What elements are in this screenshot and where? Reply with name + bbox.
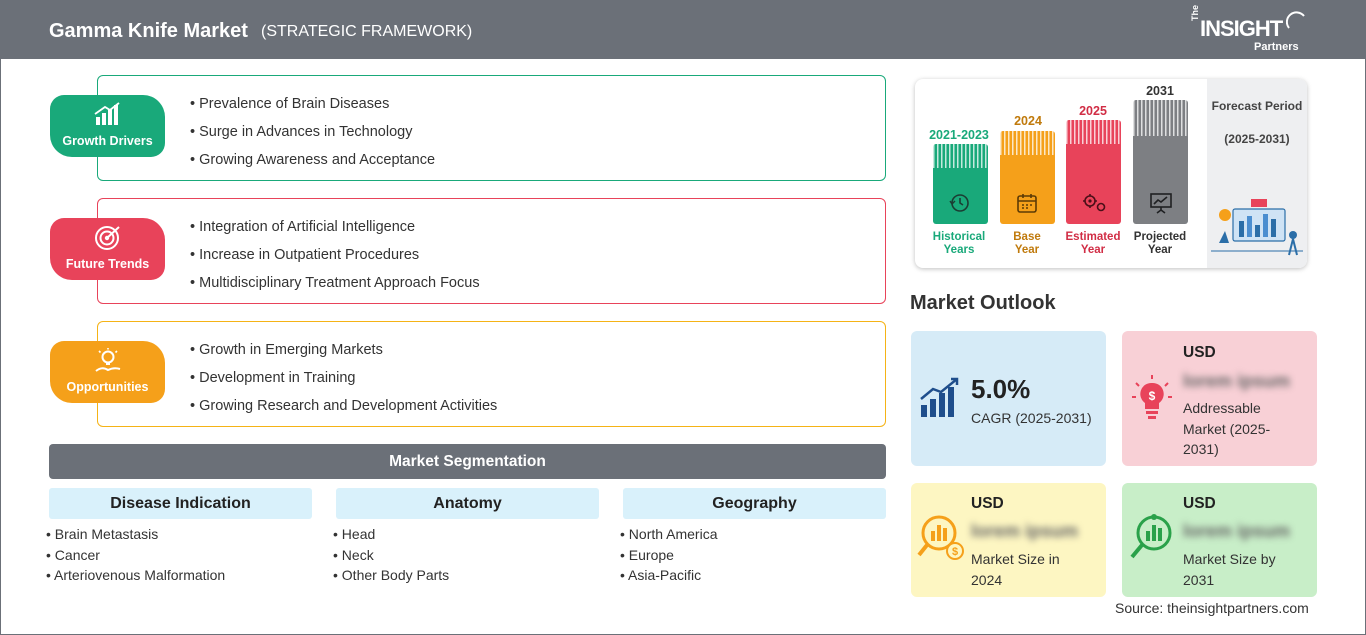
lightbulb-dollar-icon: $ bbox=[1132, 375, 1172, 419]
source-citation: Source: theinsightpartners.com bbox=[1115, 600, 1309, 616]
presentation-icon bbox=[1150, 193, 1172, 214]
insight-partners-logo[interactable]: The INSIGHT Partners bbox=[1190, 5, 1310, 54]
list-item: Neck bbox=[333, 547, 449, 568]
timeline-year-historical: 2021-2023 bbox=[929, 128, 989, 142]
size-2024-currency: USD bbox=[971, 495, 1004, 512]
list-item: Surge in Advances in Technology bbox=[190, 123, 435, 151]
target-icon bbox=[95, 226, 120, 250]
list-item: Head bbox=[333, 526, 449, 547]
svg-text:$: $ bbox=[952, 546, 958, 558]
segment-header-anatomy: Anatomy bbox=[336, 488, 599, 519]
segment-header-geography: Geography bbox=[623, 488, 886, 519]
list-item: Growing Research and Development Activit… bbox=[190, 397, 497, 425]
addressable-label: Addressable Market (2025-2031) bbox=[1183, 400, 1271, 457]
size-2031-label: Market Size by 2031 bbox=[1183, 551, 1276, 588]
timeline-panel: Forecast Period (2025-2031) 2021-2023 Hi… bbox=[915, 79, 1307, 268]
segment-list-geography: North America Europe Asia-Pacific bbox=[620, 526, 718, 588]
list-item: Arteriovenous Malformation bbox=[46, 567, 225, 588]
future-trends-label: Future Trends bbox=[65, 257, 150, 271]
list-item: Multidisciplinary Treatment Approach Foc… bbox=[190, 274, 479, 302]
addressable-currency: USD bbox=[1183, 344, 1216, 361]
list-item: Increase in Outpatient Procedures bbox=[190, 246, 480, 274]
growth-drivers-card: Prevalence of Brain Diseases Surge in Ad… bbox=[97, 75, 886, 181]
growth-drivers-label: Growth Drivers bbox=[62, 134, 153, 148]
svg-text:$: $ bbox=[1149, 389, 1156, 403]
magnifier-chart-icon: $ bbox=[917, 515, 964, 560]
growth-drivers-badge: Growth Drivers bbox=[50, 95, 165, 157]
list-item: Cancer bbox=[46, 547, 225, 568]
opportunities-label: Opportunities bbox=[66, 380, 149, 394]
logo-partners: Partners bbox=[1254, 41, 1299, 53]
page-subtitle: (STRATEGIC FRAMEWORK) bbox=[261, 23, 473, 40]
segment-list-disease-indication: Brain Metastasis Cancer Arteriovenous Ma… bbox=[46, 526, 225, 588]
size-2024-label: Market Size in 2024 bbox=[971, 551, 1060, 588]
magnifier-chart-icon bbox=[1130, 514, 1172, 559]
opportunities-badge: Opportunities bbox=[50, 341, 165, 403]
growth-bars-icon bbox=[920, 377, 959, 417]
timeline-year-projected: 2031 bbox=[1146, 84, 1174, 98]
timeline-bar-projected bbox=[1133, 100, 1188, 224]
history-icon bbox=[949, 194, 969, 212]
size-2031-currency: USD bbox=[1183, 495, 1216, 512]
timeline-bar-base bbox=[1000, 131, 1055, 224]
future-trends-badge: Future Trends bbox=[50, 218, 165, 280]
size-2031-value: lorem ipsum bbox=[1183, 521, 1291, 541]
addressable-market-card: USD lorem ipsum Addressable Market (2025… bbox=[1122, 331, 1317, 466]
page-title: Gamma Knife Market bbox=[49, 20, 248, 42]
list-item: Growing Awareness and Acceptance bbox=[190, 151, 435, 179]
size-2024-value: lorem ipsum bbox=[971, 521, 1079, 541]
timeline-bar-estimated bbox=[1066, 120, 1121, 224]
timeline-bar-historical bbox=[933, 144, 988, 224]
list-item: Prevalence of Brain Diseases bbox=[190, 95, 435, 123]
list-item: Asia-Pacific bbox=[620, 567, 718, 588]
forecast-period-title: Forecast Period bbox=[1211, 99, 1303, 113]
growth-chart-icon bbox=[94, 102, 120, 125]
market-size-2031-card: USD lorem ipsum Market Size by 2031 bbox=[1122, 483, 1317, 597]
timeline-year-base: 2024 bbox=[1014, 114, 1042, 128]
segment-header-disease-indication: Disease Indication bbox=[49, 488, 312, 519]
logo-insight: INSIGHT bbox=[1200, 16, 1283, 41]
future-trends-list: Integration of Artificial Intelligence I… bbox=[190, 218, 480, 302]
cagr-label: CAGR (2025-2031) bbox=[971, 410, 1092, 426]
list-item: Development in Training bbox=[190, 369, 497, 397]
header-bar: Gamma Knife Market (STRATEGIC FRAMEWORK)… bbox=[0, 0, 1366, 59]
market-outlook-title: Market Outlook bbox=[910, 292, 1056, 314]
cagr-value: 5.0% bbox=[971, 374, 1031, 404]
opportunities-list: Growth in Emerging Markets Development i… bbox=[190, 341, 497, 425]
lightbulb-hand-icon bbox=[95, 348, 121, 372]
calendar-icon bbox=[1017, 194, 1037, 213]
gears-icon bbox=[1083, 194, 1106, 212]
addressable-value: lorem ipsum bbox=[1183, 371, 1291, 391]
growth-drivers-list: Prevalence of Brain Diseases Surge in Ad… bbox=[190, 95, 435, 179]
forecast-period-range: (2025-2031) bbox=[1224, 132, 1290, 146]
logo-swoosh-icon bbox=[1286, 11, 1305, 29]
list-item: Europe bbox=[620, 547, 718, 568]
list-item: North America bbox=[620, 526, 718, 547]
list-item: Integration of Artificial Intelligence bbox=[190, 218, 480, 246]
market-size-2024-card: USD lorem ipsum Market Size in 2024 $ bbox=[911, 483, 1106, 597]
segment-list-anatomy: Head Neck Other Body Parts bbox=[333, 526, 449, 588]
timeline-year-estimated: 2025 bbox=[1079, 104, 1107, 118]
opportunities-card: Growth in Emerging Markets Development i… bbox=[97, 321, 886, 427]
list-item: Growth in Emerging Markets bbox=[190, 341, 497, 369]
list-item: Brain Metastasis bbox=[46, 526, 225, 547]
list-item: Other Body Parts bbox=[333, 567, 449, 588]
logo-the: The bbox=[1190, 4, 1200, 21]
cagr-card: 5.0% CAGR (2025-2031) bbox=[911, 331, 1106, 466]
market-segmentation-bar: Market Segmentation bbox=[49, 444, 886, 479]
future-trends-card: Integration of Artificial Intelligence I… bbox=[97, 198, 886, 304]
analytics-illustration-icon bbox=[1211, 199, 1303, 256]
